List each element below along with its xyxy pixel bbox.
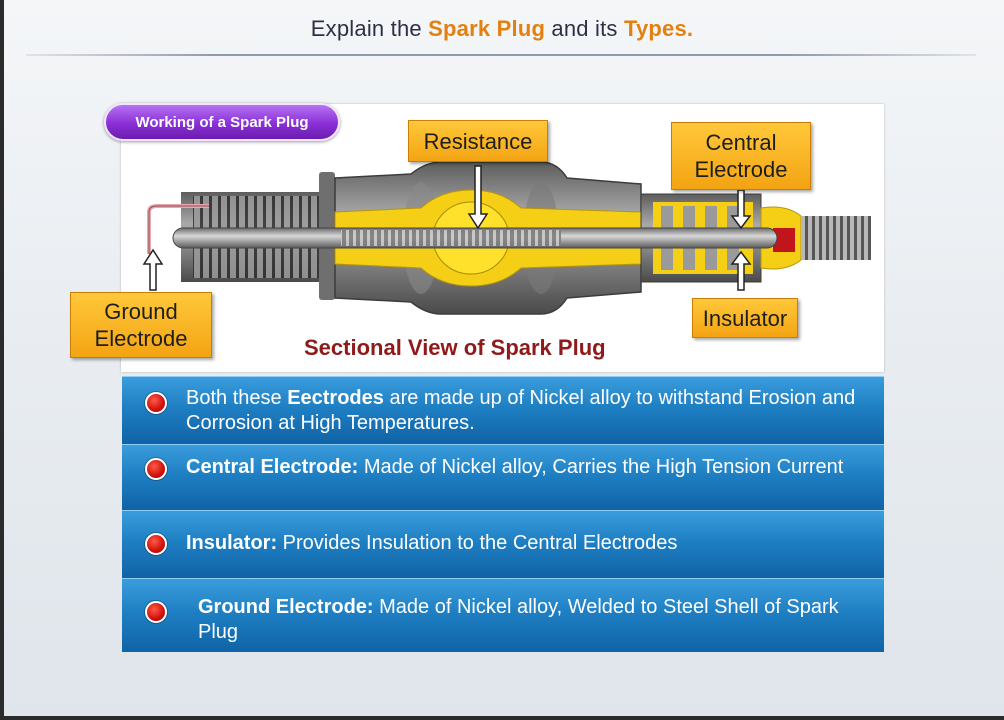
bullet-text-bold: Central Electrode: [186, 456, 359, 478]
bullet-text: Central Electrode: Made of Nickel alloy,… [186, 455, 870, 480]
label-insulator-text: Insulator [702, 305, 788, 331]
bullet-text-pre: Both these [186, 387, 288, 409]
arrow-resistance [467, 165, 489, 230]
bullet-text-bold: Eectrodes [287, 387, 384, 409]
spark-plug-cross-section [142, 161, 871, 315]
page-title: Explain the Spark Plug and its Types. [0, 16, 1004, 42]
bullet-text: Ground Electrode: Made of Nickel alloy, … [198, 595, 870, 645]
label-insulator: Insulator [692, 298, 798, 338]
list-item: Both these Eectrodes are made up of Nick… [122, 376, 884, 444]
bullet-dot-icon [145, 601, 167, 623]
title-divider [26, 54, 976, 56]
title-highlight-spark-plug: Spark Plug [428, 16, 546, 41]
title-highlight-types: Types. [623, 16, 694, 41]
bullet-text-bold: Ground Electrode: [198, 596, 374, 618]
bullet-text: Insulator: Provides Insulation to the Ce… [186, 531, 870, 556]
label-ground-electrode-text: Ground Electrode [94, 299, 188, 351]
frame-edge-bottom [0, 716, 1004, 720]
arrow-central-electrode [730, 189, 752, 230]
bullet-text-body: Provides Insulation to the Central Elect… [277, 532, 678, 554]
bullet-list: Both these Eectrodes are made up of Nick… [122, 376, 884, 652]
arrow-insulator [730, 250, 752, 291]
bullet-text: Both these Eectrodes are made up of Nick… [186, 386, 870, 436]
title-prefix: Explain the [310, 16, 429, 41]
frame-edge-left [0, 0, 4, 720]
label-central-electrode: Central Electrode [671, 122, 811, 190]
bullet-text-body: Made of Nickel alloy, Carries the High T… [358, 456, 844, 478]
ground-wire-outline [148, 205, 209, 254]
bullet-text-body: Made of Nickel alloy, Welded to Steel Sh… [198, 596, 839, 643]
label-resistance-text: Resistance [423, 128, 533, 154]
resistor-coil [341, 230, 561, 246]
bullet-text-body: are made up of Nickel alloy to withstand… [186, 387, 856, 434]
bullet-text-bold: Insulator: [186, 532, 278, 554]
bullet-dot-icon [145, 533, 167, 555]
list-item: Ground Electrode: Made of Nickel alloy, … [122, 578, 884, 652]
thread-section [801, 216, 871, 260]
working-of-spark-plug-badge[interactable]: Working of a Spark Plug [104, 103, 340, 141]
diagram-caption: Sectional View of Spark Plug [304, 335, 606, 360]
label-resistance: Resistance [408, 120, 548, 162]
arrow-ground-electrode [142, 248, 164, 291]
label-ground-electrode: Ground Electrode [70, 292, 212, 358]
electrode-tip-red [773, 228, 795, 252]
arrows [142, 165, 752, 291]
bullet-dot-icon [145, 458, 167, 480]
list-item: Central Electrode: Made of Nickel alloy,… [122, 444, 884, 510]
label-central-electrode-text: Central Electrode [694, 130, 788, 182]
title-middle: and its [545, 16, 624, 41]
list-item: Insulator: Provides Insulation to the Ce… [122, 510, 884, 578]
bullet-dot-icon [145, 392, 167, 414]
